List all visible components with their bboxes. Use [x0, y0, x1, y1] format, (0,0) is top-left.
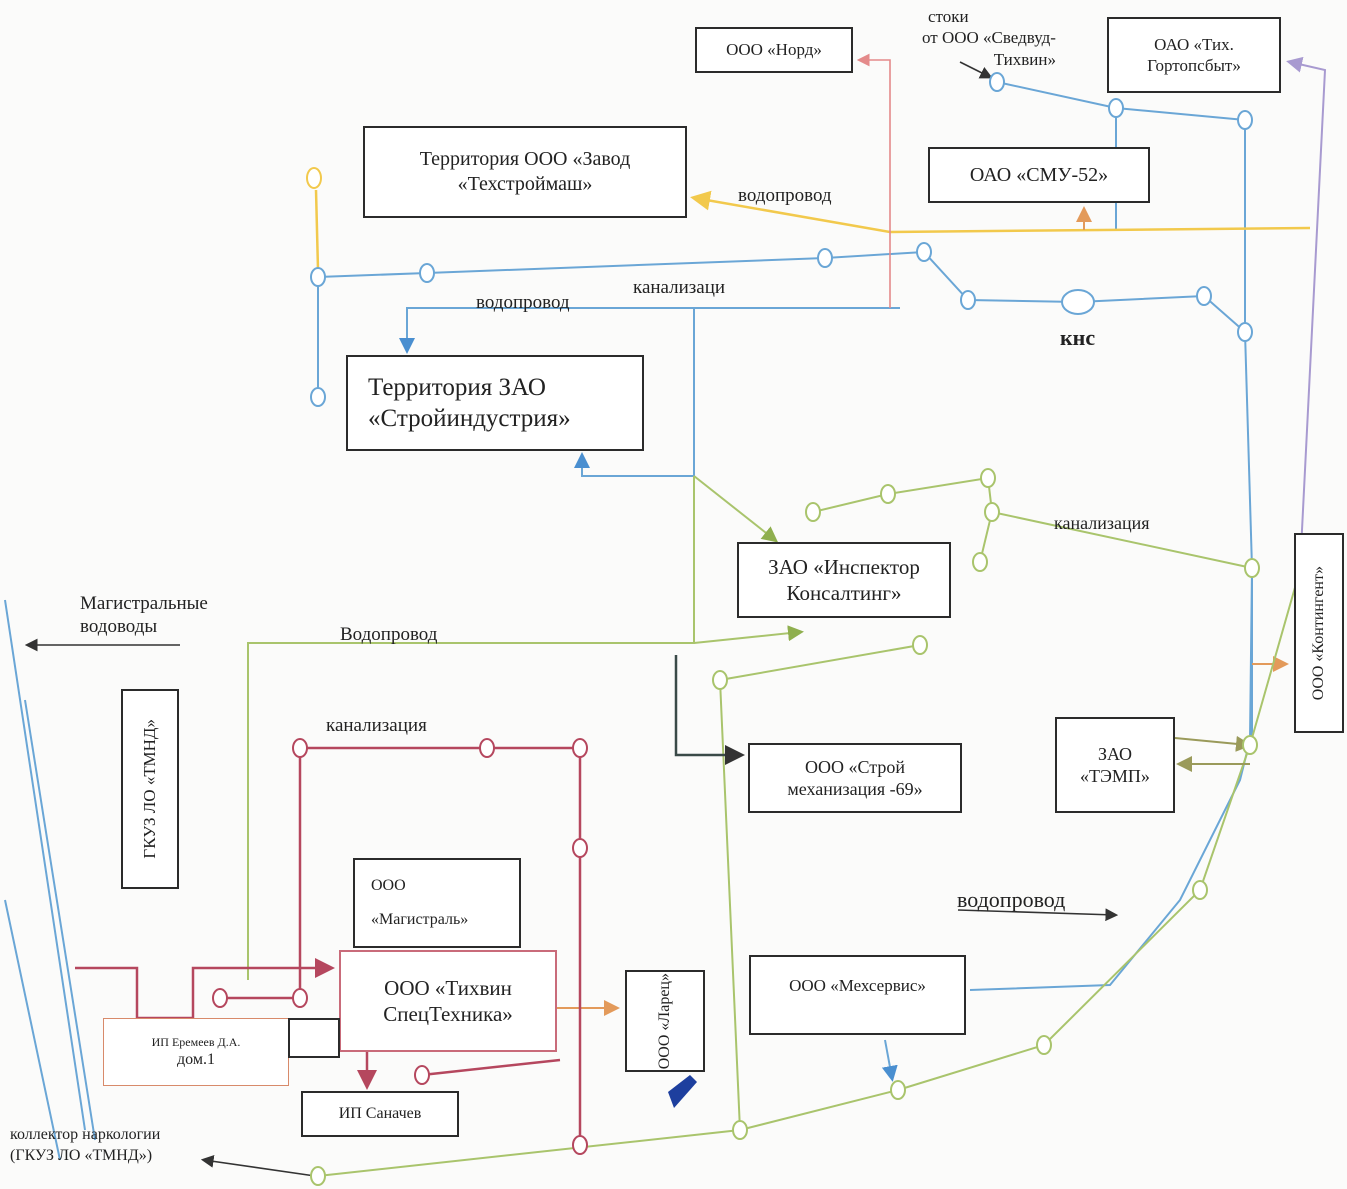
- org-label-line: «Стройиндустрия»: [368, 405, 571, 432]
- kns-label: кнс: [1060, 325, 1096, 350]
- ip-sanachev-label: ИП Саначев: [338, 1105, 422, 1122]
- org-label-line: ОАО «Тих.: [1154, 34, 1234, 54]
- purple-line: [1286, 56, 1327, 571]
- org-label-line: «Техстроймаш»: [457, 173, 593, 195]
- label-line: от ООО «Сведвуд-: [922, 28, 1056, 48]
- org-gkuz-tmnd: ГКУЗ ЛО «ТМНД»: [121, 689, 179, 889]
- org-tikhvin-spectehnika: ООО «Тихвин СпецТехника»: [339, 950, 557, 1052]
- org-nord: ООО «Норд»: [695, 27, 853, 73]
- org-label-line: ЗАО «Инспектор: [768, 554, 920, 579]
- pink-line: [856, 53, 891, 308]
- org-label-line: Гортопсбыт»: [1147, 56, 1241, 75]
- magistral-vodovody-label: Магистральные водоводы: [80, 593, 208, 639]
- ip-sanachev: ИП Саначев: [301, 1091, 459, 1137]
- org-label-line: ИП Еремеев Д.А.: [151, 1034, 241, 1049]
- org-label-line: механизация -69»: [787, 779, 923, 799]
- org-mehservis-label: ООО «Мехсервис»: [789, 976, 926, 995]
- org-kontingent-label: ООО «Контингент»: [1310, 565, 1327, 701]
- org-tikh-gortopsbyt: ОАО «Тих. Гортопсбыт»: [1107, 17, 1281, 93]
- org-label-line: ЗАО: [1097, 743, 1133, 764]
- org-label-line: дом.1: [177, 1050, 215, 1068]
- ip-eremeev-house: ИП Еремеев Д.А. дом.1: [103, 1018, 289, 1086]
- org-temp: ЗАО «ТЭМП»: [1055, 717, 1175, 813]
- yellow-water-line: [314, 189, 1311, 271]
- label-line: коллектор наркологии: [10, 1126, 161, 1143]
- org-smu-52: ОАО «СМУ-52»: [928, 147, 1150, 203]
- dark-line: [674, 655, 745, 765]
- org-stroyindustriya: Территория ЗАО «Стройиндустрия»: [346, 355, 644, 451]
- blue-wells: [310, 72, 1253, 407]
- kanalizatsiya-mid-label: канализация: [326, 715, 427, 736]
- org-magistral: ООО «Магистраль»: [353, 858, 521, 948]
- vodoprovod-bottom-label: водопровод: [957, 887, 1066, 912]
- red-wells: [212, 738, 588, 1155]
- org-label-line: Консалтинг»: [786, 581, 902, 605]
- vodoprovod-top-label: водопровод: [738, 185, 832, 206]
- kanalizaci-label: канализаци: [633, 277, 726, 298]
- label-line: Тихвин»: [993, 49, 1056, 69]
- small-annex-box: [288, 1018, 340, 1058]
- green-wells: [310, 468, 1260, 1186]
- vodoprovod-mid-label: Водопровод: [340, 624, 438, 645]
- org-larets-label: ООО «Ларец»: [656, 972, 673, 1070]
- label-line: Магистральные: [80, 593, 208, 614]
- org-smu-label: ОАО «СМУ-52»: [969, 163, 1109, 186]
- org-label-line: «ТЭМП»: [1080, 766, 1150, 786]
- main-water-lines: [4, 599, 96, 1161]
- org-nord-label: ООО «Норд»: [726, 40, 822, 60]
- label-line: водоводы: [80, 615, 158, 637]
- org-kontingent: ООО «Контингент»: [1294, 533, 1344, 733]
- org-label-line: СпецТехника»: [383, 1002, 513, 1026]
- stoki-label: стоки от ООО «Сведвуд- Тихвин»: [922, 6, 1056, 70]
- org-inspektor-konsalting: ЗАО «Инспектор Консалтинг»: [737, 542, 951, 618]
- org-label-line: ООО «Тихвин: [384, 975, 512, 1000]
- org-larets: ООО «Ларец»: [625, 970, 705, 1072]
- org-label-line: ООО: [371, 877, 406, 894]
- org-zavod-tehstroymash: Территория ООО «Завод «Техстроймаш»: [363, 126, 687, 218]
- kollektor-label: коллектор наркологии (ГКУЗ ЛО «ТМНД»): [10, 1125, 160, 1167]
- vodoprovod-left-label: водопровод: [476, 292, 570, 313]
- org-label-line: ООО «Строй: [805, 756, 905, 777]
- org-label-line: «Магистраль»: [371, 911, 469, 928]
- label-line: стоки: [928, 7, 969, 26]
- org-mehservis: ООО «Мехсервис»: [749, 955, 966, 1035]
- org-gkuz-label: ГКУЗ ЛО «ТМНД»: [140, 719, 160, 859]
- org-stroymehanizatsiya-69: ООО «Строй механизация -69»: [748, 743, 962, 813]
- label-line: (ГКУЗ ЛО «ТМНД»): [10, 1146, 153, 1164]
- kanalizatsiya-right-label: канализация: [1054, 513, 1150, 533]
- org-label-line: Территория ЗАО: [368, 373, 546, 401]
- org-label-line: Территория ООО «Завод: [419, 148, 631, 170]
